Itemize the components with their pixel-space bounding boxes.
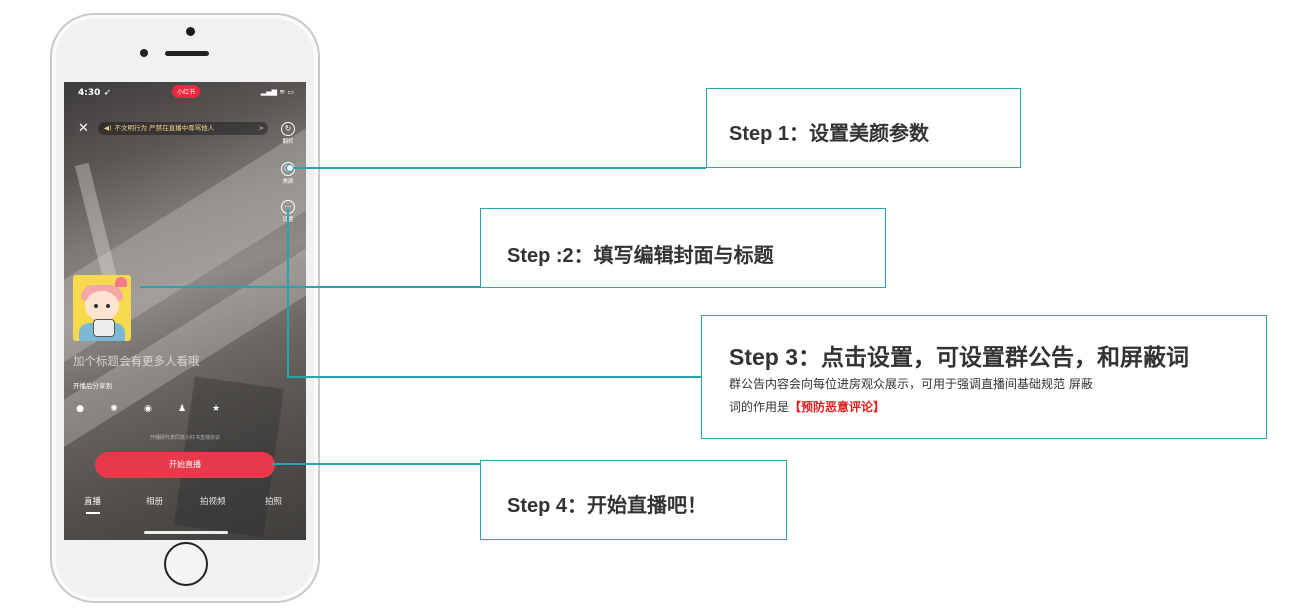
notice-text: 不文明行为 严禁在直播中辱骂他人 bbox=[114, 124, 215, 132]
flip-camera-button[interactable]: ↻ 翻转 bbox=[276, 122, 300, 145]
step3-description: 群公告内容会向每位进房观众展示，可用于强调直播间基础规范 屏蔽词的作用是【预防恶… bbox=[729, 373, 1259, 419]
home-indicator bbox=[144, 531, 228, 534]
agreement-text[interactable]: 开播即代表同意小红书直播协议 bbox=[149, 435, 220, 441]
tab-video[interactable]: 拍视频 bbox=[200, 497, 226, 507]
home-button[interactable] bbox=[164, 542, 208, 586]
mode-tabbar: 直播 相册 拍视频 拍照 bbox=[64, 495, 306, 509]
heart-icon bbox=[115, 277, 127, 287]
phone-mockup: 4:30 ➶ 小红书 ▂▄▆ ≋ ▭ ✕ ◀)不文明行为 严禁在直播中辱骂他人 … bbox=[50, 13, 320, 603]
qzone-icon[interactable]: ★ bbox=[211, 404, 221, 414]
connector-step4 bbox=[272, 463, 481, 465]
status-time: 4:30 ➶ bbox=[78, 88, 112, 98]
step3-desc-line1: 群公告内容会向每位进房观众展示，可用于强调直播间基础规范 屏蔽 bbox=[729, 377, 1093, 391]
beauty-label: 美颜 bbox=[282, 179, 294, 185]
step3-desc-line2: 词的作用是 bbox=[729, 400, 790, 414]
step4-box: Step 4：开始直播吧！ bbox=[480, 460, 787, 540]
step4-title: Step 4：开始直播吧！ bbox=[507, 495, 708, 517]
wechat-icon[interactable]: ● bbox=[76, 404, 84, 414]
chevron-right-icon: > bbox=[258, 124, 264, 132]
signal-wifi-battery-icon: ▂▄▆ ≋ ▭ bbox=[260, 88, 294, 96]
step2-box: Step :2：填写编辑封面与标题 bbox=[480, 208, 886, 288]
share-options: ● ✺ ◉ ♟ ★ bbox=[73, 402, 223, 416]
moments-icon[interactable]: ✺ bbox=[110, 404, 118, 414]
start-live-button[interactable]: 开始直播 bbox=[95, 452, 275, 478]
flip-label: 翻转 bbox=[282, 139, 294, 145]
weibo-icon[interactable]: ◉ bbox=[144, 404, 152, 414]
speaker-icon: ◀) bbox=[104, 124, 112, 132]
step1-box: Step 1：设置美颜参数 bbox=[706, 88, 1021, 168]
connector-dot bbox=[286, 164, 294, 172]
share-label: 开播后分享到 bbox=[73, 382, 112, 390]
connector-step1 bbox=[290, 167, 706, 169]
close-icon[interactable]: ✕ bbox=[78, 121, 89, 136]
title-input[interactable]: 加个标题会有更多人看哦 bbox=[73, 354, 200, 368]
earpiece-speaker bbox=[165, 51, 209, 56]
step1-title: Step 1：设置美颜参数 bbox=[729, 123, 930, 145]
step3-title: Step 3：点击设置，可设置群公告，和屏蔽词 bbox=[729, 344, 1190, 370]
connector-step3-vertical bbox=[287, 209, 289, 378]
refresh-icon: ↻ bbox=[281, 122, 295, 136]
cover-illustration-eye bbox=[106, 304, 110, 308]
front-camera bbox=[186, 27, 195, 36]
step3-box: Step 3：点击设置，可设置群公告，和屏蔽词 群公告内容会向每位进房观众展示，… bbox=[701, 315, 1267, 439]
tab-photo[interactable]: 拍照 bbox=[265, 497, 283, 507]
qq-icon[interactable]: ♟ bbox=[177, 404, 187, 414]
app-badge: 小红书 bbox=[172, 85, 201, 98]
connector-step2 bbox=[140, 286, 481, 288]
step2-title: Step :2：填写编辑封面与标题 bbox=[507, 245, 774, 267]
live-setup-screen: 4:30 ➶ 小红书 ▂▄▆ ≋ ▭ ✕ ◀)不文明行为 严禁在直播中辱骂他人 … bbox=[64, 82, 306, 540]
connector-step3 bbox=[287, 376, 702, 378]
proximity-sensor bbox=[140, 49, 148, 57]
status-bar: 4:30 ➶ 小红书 ▂▄▆ ≋ ▭ bbox=[64, 82, 306, 104]
tab-album[interactable]: 相册 bbox=[146, 497, 164, 507]
tab-live[interactable]: 直播 bbox=[84, 497, 102, 507]
cover-image[interactable] bbox=[73, 275, 131, 341]
microphone-icon bbox=[93, 319, 115, 337]
active-tab-indicator bbox=[86, 512, 100, 514]
step3-highlight: 【预防恶意评论】 bbox=[789, 400, 886, 414]
notice-bar[interactable]: ◀)不文明行为 严禁在直播中辱骂他人 > bbox=[98, 122, 268, 135]
cover-illustration-eye bbox=[94, 304, 98, 308]
cover-illustration-face bbox=[85, 291, 119, 321]
